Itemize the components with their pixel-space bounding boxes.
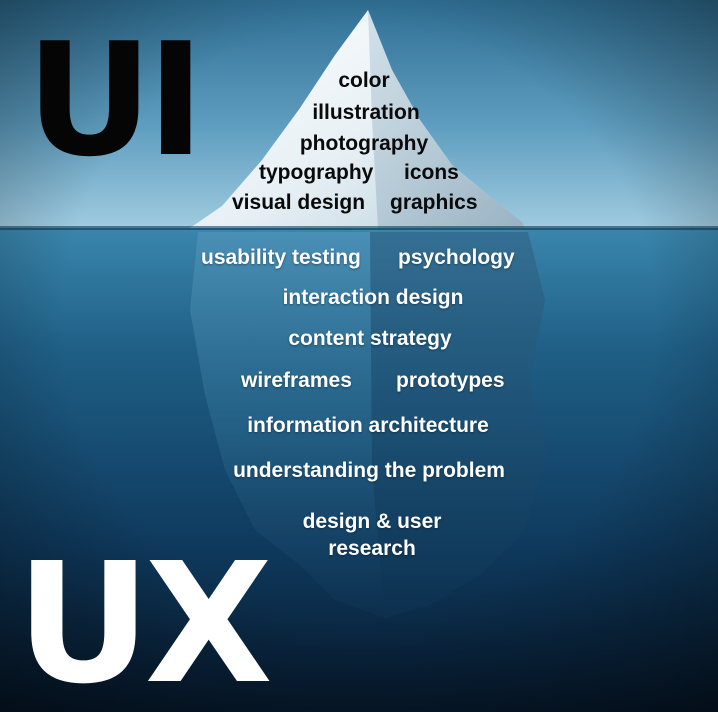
- label-icons: icons: [404, 161, 459, 184]
- label-information-architecture: information architecture: [247, 414, 489, 437]
- ui-heading: UI: [26, 9, 205, 191]
- label-usability-testing: usability testing: [201, 246, 361, 269]
- ux-heading: UX: [16, 528, 273, 712]
- label-understanding-the-problem: understanding the problem: [233, 459, 505, 482]
- label-graphics: graphics: [390, 191, 478, 214]
- label-photography: photography: [299, 132, 429, 155]
- label-typography: typography: [259, 161, 374, 184]
- label-psychology: psychology: [398, 246, 515, 269]
- label-visual-design: visual design: [232, 191, 366, 214]
- label-prototypes: prototypes: [396, 369, 505, 392]
- label-design-user-research: design & user research: [302, 510, 442, 560]
- label-wireframes: wireframes: [241, 369, 352, 392]
- label-illustration: illustration: [312, 101, 420, 124]
- label-color: color: [338, 69, 390, 92]
- label-interaction-design: interaction design: [282, 286, 464, 309]
- label-content-strategy: content strategy: [288, 327, 452, 350]
